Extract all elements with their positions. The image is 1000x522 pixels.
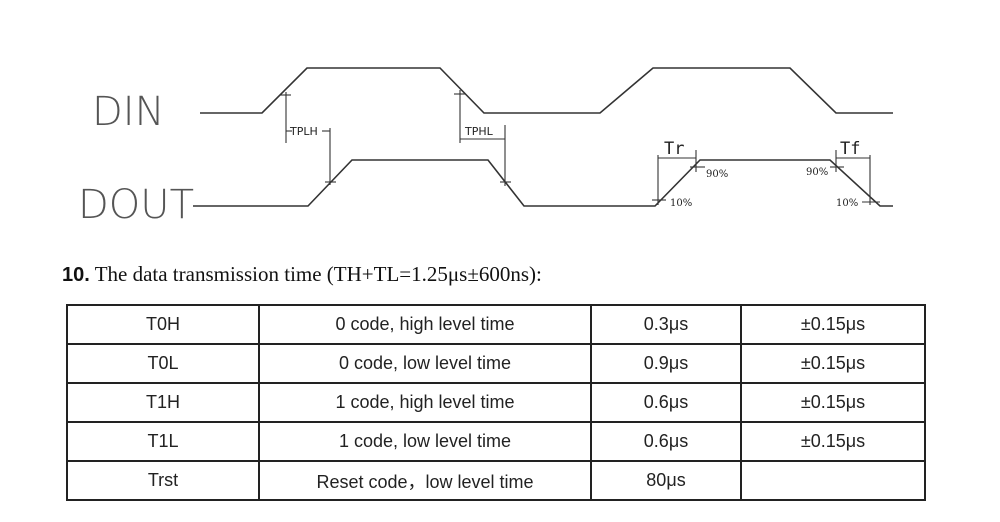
rise-time-marker: Tr 90% 10% (652, 139, 728, 209)
table-row: Trst Reset code，low level time 80μs (66, 460, 926, 501)
cell-value: 0.9μs (590, 343, 742, 384)
dout-waveform (193, 159, 893, 207)
cell-description: 1 code, low level time (258, 421, 592, 462)
tf-label: Tf (840, 139, 860, 159)
cell-description: 0 code, low level time (258, 343, 592, 384)
rise-90pct-label: 90% (706, 169, 728, 180)
cell-description: Reset code，low level time (258, 460, 592, 501)
tr-label: Tr (664, 139, 684, 159)
cell-tolerance (740, 460, 926, 501)
cell-description: 0 code, high level time (258, 304, 592, 345)
table-row: T0L 0 code, low level time 0.9μs ±0.15μs (66, 343, 926, 384)
rise-10pct-label: 10% (670, 198, 692, 209)
fall-10pct-label: 10% (836, 198, 858, 209)
tphl-marker: TPHL (454, 90, 511, 186)
table-row: T1L 1 code, low level time 0.6μs ±0.15μs (66, 421, 926, 462)
cell-name: T0L (66, 343, 260, 384)
cell-tolerance: ±0.15μs (740, 343, 926, 384)
fall-90pct-label: 90% (806, 167, 828, 178)
cell-name: Trst (66, 460, 260, 501)
cell-tolerance: ±0.15μs (740, 421, 926, 462)
table-row: T0H 0 code, high level time 0.3μs ±0.15μ… (66, 304, 926, 345)
section-title: The data transmission time (TH+TL=1.25μs… (94, 262, 542, 286)
section-number: 10. (62, 264, 90, 286)
dout-label: DOUT (78, 182, 194, 228)
tplh-label: TPLH (289, 125, 318, 138)
timing-diagram: DIN DOUT TPLH TPHL Tr 90% 10% (78, 67, 893, 228)
tplh-marker: TPLH (280, 92, 336, 185)
cell-value: 0.6μs (590, 382, 742, 423)
tphl-label: TPHL (464, 125, 494, 138)
cell-description: 1 code, high level time (258, 382, 592, 423)
cell-value: 0.3μs (590, 304, 742, 345)
timing-spec-table: T0H 0 code, high level time 0.3μs ±0.15μ… (66, 304, 926, 501)
cell-name: T0H (66, 304, 260, 345)
cell-tolerance: ±0.15μs (740, 304, 926, 345)
fall-time-marker: Tf 90% 10% (806, 139, 880, 209)
cell-tolerance: ±0.15μs (740, 382, 926, 423)
din-label: DIN (92, 89, 165, 135)
cell-value: 0.6μs (590, 421, 742, 462)
section-heading: 10. The data transmission time (TH+TL=1.… (62, 262, 542, 287)
cell-value: 80μs (590, 460, 742, 501)
cell-name: T1H (66, 382, 260, 423)
din-waveform (200, 67, 893, 114)
table-row: T1H 1 code, high level time 0.6μs ±0.15μ… (66, 382, 926, 423)
cell-name: T1L (66, 421, 260, 462)
